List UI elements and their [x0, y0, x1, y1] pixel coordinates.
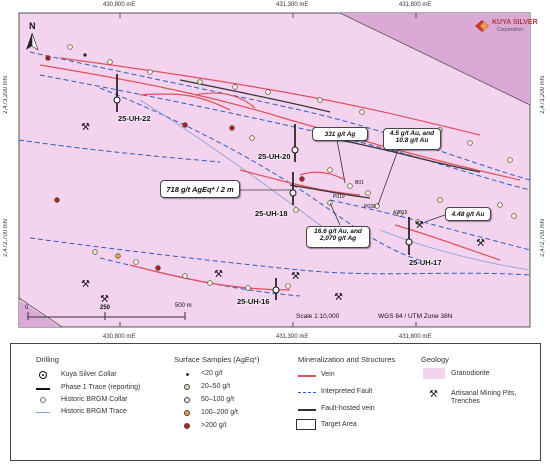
- pickaxe-icon: ⚒: [415, 220, 424, 231]
- pickaxe-icon: ⚒: [100, 294, 109, 305]
- legend-structure-item: Interpreted Fault: [321, 388, 373, 395]
- legend-structure-item: Fault-hosted vein: [321, 405, 375, 412]
- legend-sample-item: 50–100 g/t: [201, 396, 235, 403]
- logo-name: KUYA SILVER: [492, 19, 538, 26]
- legend-geology-item: Artisanal Mining Pits, Trenches: [451, 390, 517, 406]
- kuya-silver-collars: [113, 96, 413, 294]
- fault-vein-icon: [298, 409, 316, 411]
- assay-callout: 16.6 g/t Au, and 2,070 g/t Ag: [306, 226, 370, 248]
- legend-sample-item: >200 g/t: [201, 422, 227, 429]
- target-area: [19, 300, 60, 327]
- mining-pits: ⚒ ⚒ ⚒ ⚒ ⚒ ⚒ ⚒ ⚒: [81, 122, 485, 305]
- scale-end: 500 m: [175, 303, 192, 309]
- legend-samples-title: Surface Samples (AgEq*): [174, 355, 260, 364]
- legend-structure-item: Target Area: [321, 421, 357, 428]
- sample-label: A2015: [393, 210, 408, 216]
- granodiorite-area: [18, 12, 531, 328]
- sample-label: P030: [364, 204, 376, 210]
- pickaxe-icon: ⚒: [476, 238, 485, 249]
- legend-sample-item: <20 g/t: [201, 370, 223, 377]
- easting-label-bottom: 431,800 mE: [399, 334, 432, 340]
- sample-50-100-icon: [184, 397, 190, 403]
- sample-100-200-icon: [184, 410, 190, 416]
- sample-20-50-icon: [184, 384, 190, 390]
- scale-bar: [27, 312, 186, 320]
- surface-samples: [45, 44, 517, 291]
- pickaxe-icon: ⚒: [429, 389, 438, 400]
- legend-geology-item: Granodiorite: [451, 370, 490, 377]
- legend-drilling-title: Drilling: [36, 355, 59, 364]
- scale-zero: 0: [25, 305, 29, 311]
- logo-tagline: Corporation: [497, 27, 524, 33]
- assay-callout: 4.48 g/t Au: [445, 207, 491, 221]
- sample-label: B01: [355, 180, 364, 186]
- north-label: N: [29, 21, 36, 31]
- fault-hosted-veins: [179, 79, 481, 199]
- assay-callout: 331 g/t Ag: [312, 127, 368, 141]
- north-arrow-icon: [26, 32, 39, 51]
- granodiorite-swatch: [423, 368, 445, 379]
- sample-gt200-icon: [184, 423, 190, 429]
- pickaxe-icon: ⚒: [291, 271, 300, 282]
- drill-hole-label: 25-UH-22: [118, 114, 151, 123]
- legend-sample-item: 20–50 g/t: [201, 383, 231, 390]
- legend-geology-title: Geology: [421, 355, 449, 364]
- easting-label-top: 431,300 mE: [276, 2, 309, 8]
- vein-icon: [298, 375, 316, 377]
- projection-text: WGS 84 / UTM Zone 38N: [378, 313, 453, 320]
- legend-drilling-item: Historic BRGM Collar: [61, 396, 128, 403]
- fault-icon: [298, 392, 316, 393]
- legend-structure-item: Vein: [321, 371, 335, 378]
- easting-label-top: 430,800 mE: [103, 2, 136, 8]
- legend-sample-item: 100–200 g/t: [201, 409, 238, 416]
- legend-drilling-item: Historic BRGM Trace: [61, 408, 127, 415]
- scale-mid: 250: [100, 305, 111, 311]
- legend-drilling-item: Kuya Silver Collar: [61, 371, 117, 378]
- scale-text: Scale 1:10,000: [296, 313, 340, 320]
- sample-label: P019: [333, 194, 345, 200]
- drill-hole-label: 25-UH-18: [255, 209, 288, 218]
- assay-callout: 4.5 g/t Au, and 10.8 g/t Au: [383, 128, 441, 150]
- sample-lt20-icon: [186, 373, 189, 376]
- legend-structures-title: Mineralization and Structures: [298, 355, 396, 364]
- easting-label-bottom: 430,800 mE: [103, 334, 136, 340]
- target-area-icon: [296, 419, 316, 430]
- brgm-trace-icon: [36, 412, 50, 413]
- drill-hole-label: 25-UH-17: [409, 258, 442, 267]
- phase1-trace-icon: [36, 388, 50, 390]
- map-legend: Drilling Kuya Silver Collar Phase 1 Trac…: [10, 343, 541, 461]
- assay-callout: 718 g/t AgEq* / 2 m: [160, 180, 240, 198]
- kuya-logo-icon: [475, 20, 489, 32]
- easting-label-top: 431,800 mE: [399, 2, 432, 8]
- pickaxe-icon: ⚒: [214, 269, 223, 280]
- pickaxe-icon: ⚒: [81, 279, 90, 290]
- easting-label-bottom: 431,300 mE: [276, 334, 309, 340]
- drill-traces: [116, 74, 410, 300]
- pickaxe-icon: ⚒: [334, 292, 343, 303]
- pickaxe-icon: ⚒: [81, 122, 90, 133]
- brgm-collar-icon: [40, 397, 46, 403]
- veins: [39, 57, 521, 291]
- legend-drilling-item: Phase 1 Trace (reporting): [61, 384, 141, 391]
- drill-hole-label: 25-UH-16: [237, 297, 270, 306]
- drill-hole-label: 25-UH-20: [258, 152, 291, 161]
